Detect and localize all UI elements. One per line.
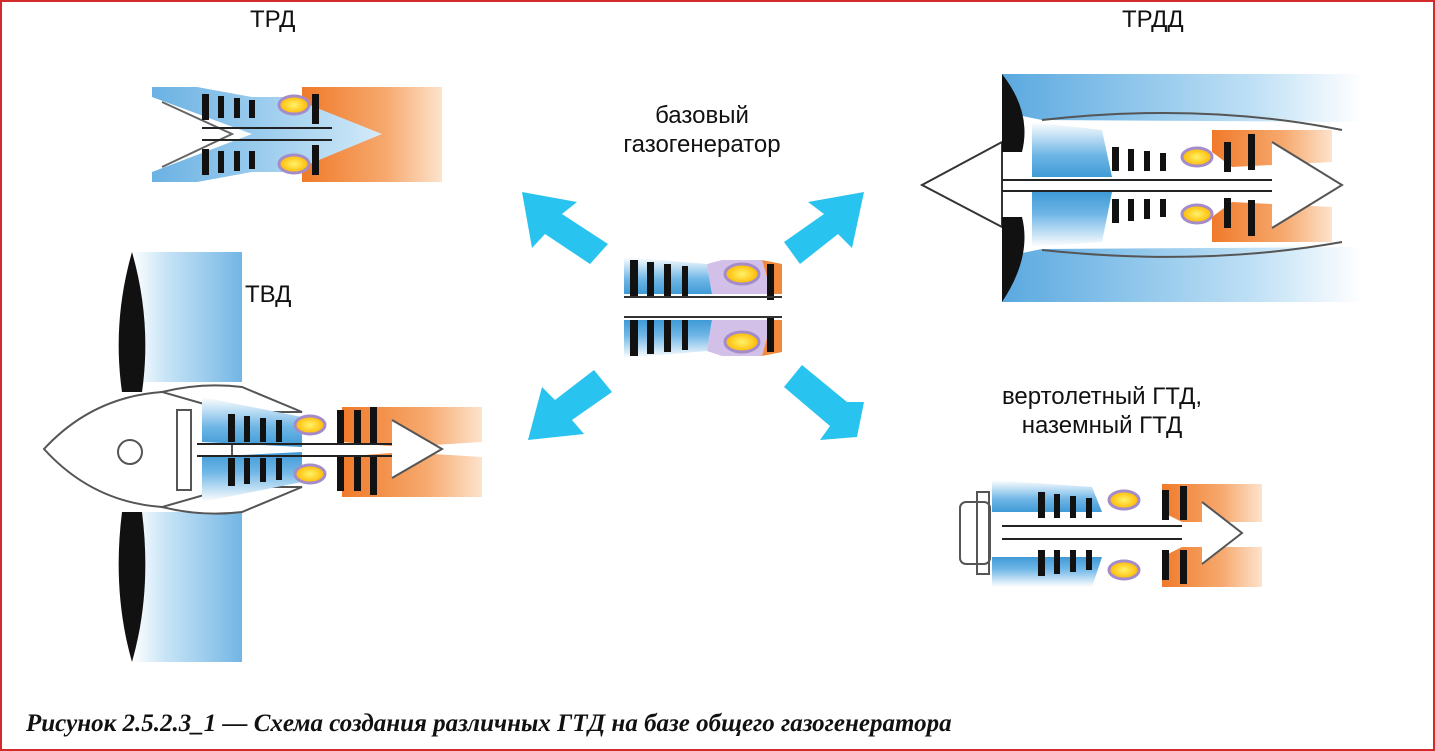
turboprop-diagram — [42, 252, 482, 662]
turboshaft-diagram — [959, 480, 1262, 587]
figure-caption: Рисунок 2.5.2.3_1 — Схема создания разли… — [26, 710, 952, 737]
turbojet-diagram — [152, 87, 442, 182]
label-heli-line1: вертолетный ГТД, — [1001, 383, 1203, 410]
arrow-down-left-icon — [528, 370, 612, 440]
turbofan-diagram — [919, 74, 1362, 302]
label-tvd: ТВД — [245, 281, 292, 308]
label-base-gas-generator: базовый газогенератор — [602, 102, 802, 160]
arrow-down-right-icon — [784, 365, 864, 440]
label-trd: ТРД — [250, 6, 296, 33]
label-base-line2: газогенератор — [623, 130, 781, 158]
label-base-line1: базовый — [655, 102, 749, 129]
label-heli-line2: наземный ГТД — [1021, 411, 1183, 439]
arrow-up-right-icon — [784, 192, 864, 264]
label-trdd: ТРДД — [1122, 6, 1184, 33]
arrow-up-left-icon — [522, 192, 608, 264]
label-helicopter-ground-gtd: вертолетный ГТД, наземный ГТД — [972, 383, 1232, 441]
base-gas-generator-diagram — [624, 257, 782, 358]
